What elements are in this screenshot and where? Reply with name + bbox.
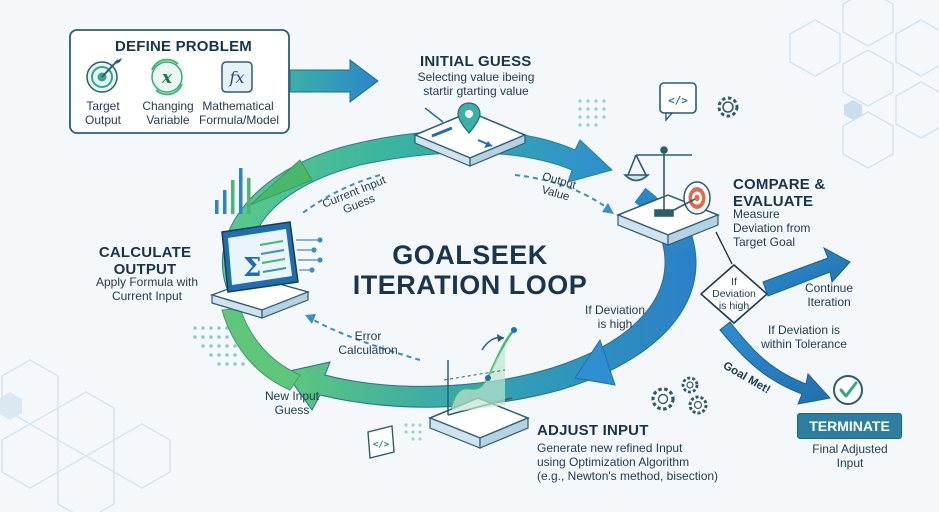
decision-diamond [699, 263, 769, 325]
adjust-title: ADJUST INPUT [537, 422, 649, 439]
calculate-desc: Apply Formula with Current Input [95, 275, 199, 303]
svg-text:fx: fx [229, 68, 245, 87]
optimization-curve-icon [443, 327, 517, 416]
hexagon-accent [0, 392, 22, 420]
variable-x-icon: x [151, 58, 183, 96]
pointer-line [424, 107, 444, 123]
goal-met-arrow [719, 321, 831, 405]
hexagon-accent [844, 100, 862, 120]
hexagon-pattern-top-right [789, 0, 939, 169]
formula-fx-icon: fx [221, 61, 253, 93]
adjust-desc-line-2: using Optimization Algorithm [537, 455, 690, 469]
svg-text:</>: </> [373, 440, 390, 450]
bar-chart-icon [215, 168, 251, 214]
gears-icon [651, 376, 708, 415]
define-problem-title: DEFINE PROBLEM [115, 38, 252, 55]
terminate-desc: Final Adjusted Input [812, 442, 888, 470]
hexagon-pattern-bottom-left [1, 359, 171, 512]
within-tolerance-label: If Deviation is within Tolerance [761, 323, 847, 351]
if-deviation-high-label: If Deviation is high [584, 303, 646, 331]
error-calculation-label: Error Calculation [338, 329, 398, 357]
target-board-icon [667, 181, 711, 215]
balance-scale-icon [623, 146, 692, 217]
check-badge-icon [833, 375, 863, 405]
adjust-desc-line-3: (e.g., Newton's method, bisection) [537, 469, 719, 483]
new-input-label: New Input Guess [264, 389, 320, 417]
arrowhead [305, 203, 614, 324]
dot-grid-decoration [193, 99, 606, 441]
calculate-title: CALCULATE OUTPUT [98, 244, 192, 279]
code-card-icon: </> [367, 425, 395, 459]
code-chat-icon: </> [659, 82, 697, 122]
formula-model-label: Mathematical Formula/Model [199, 99, 280, 127]
svg-text:x: x [161, 68, 173, 88]
connector-line [715, 231, 733, 265]
center-title-line-2: ITERATION LOOP [352, 270, 588, 300]
initial-guess-title: INITIAL GUESS [420, 53, 532, 70]
terminate-badge: TERMINATE [797, 413, 902, 439]
define-to-guess-arrow [289, 59, 379, 103]
compare-title: COMPARE & EVALUATE [733, 176, 826, 211]
continue-arrow [762, 246, 851, 297]
iteration-loop-ring [221, 130, 697, 411]
center-title-line-1: GOALSEEK [392, 240, 548, 270]
compare-desc: Measure Deviation from Target Goal [733, 207, 811, 249]
svg-text:</>: </> [668, 94, 688, 107]
adjust-desc-line-1: Generate new refined Input [537, 441, 683, 455]
gear-icon [717, 96, 739, 118]
target-output-label: Target Output [84, 99, 122, 127]
initial-guess-platform [413, 111, 527, 167]
svg-text:Σ: Σ [243, 253, 261, 283]
circuit-lines-decoration [296, 237, 323, 273]
initial-guess-desc: Selecting value ibeing startir gtarting … [417, 70, 535, 98]
monitor-formula-icon: Σ [209, 221, 311, 319]
flow-arrow-thin [299, 174, 611, 361]
decision-diamond-label: If Deviation is high [712, 276, 756, 313]
location-pin-icon [457, 102, 481, 134]
changing-variable-label: Changing Variable [142, 99, 194, 127]
target-icon [86, 58, 122, 93]
continue-iteration-label: Continue Iteration [804, 281, 854, 309]
